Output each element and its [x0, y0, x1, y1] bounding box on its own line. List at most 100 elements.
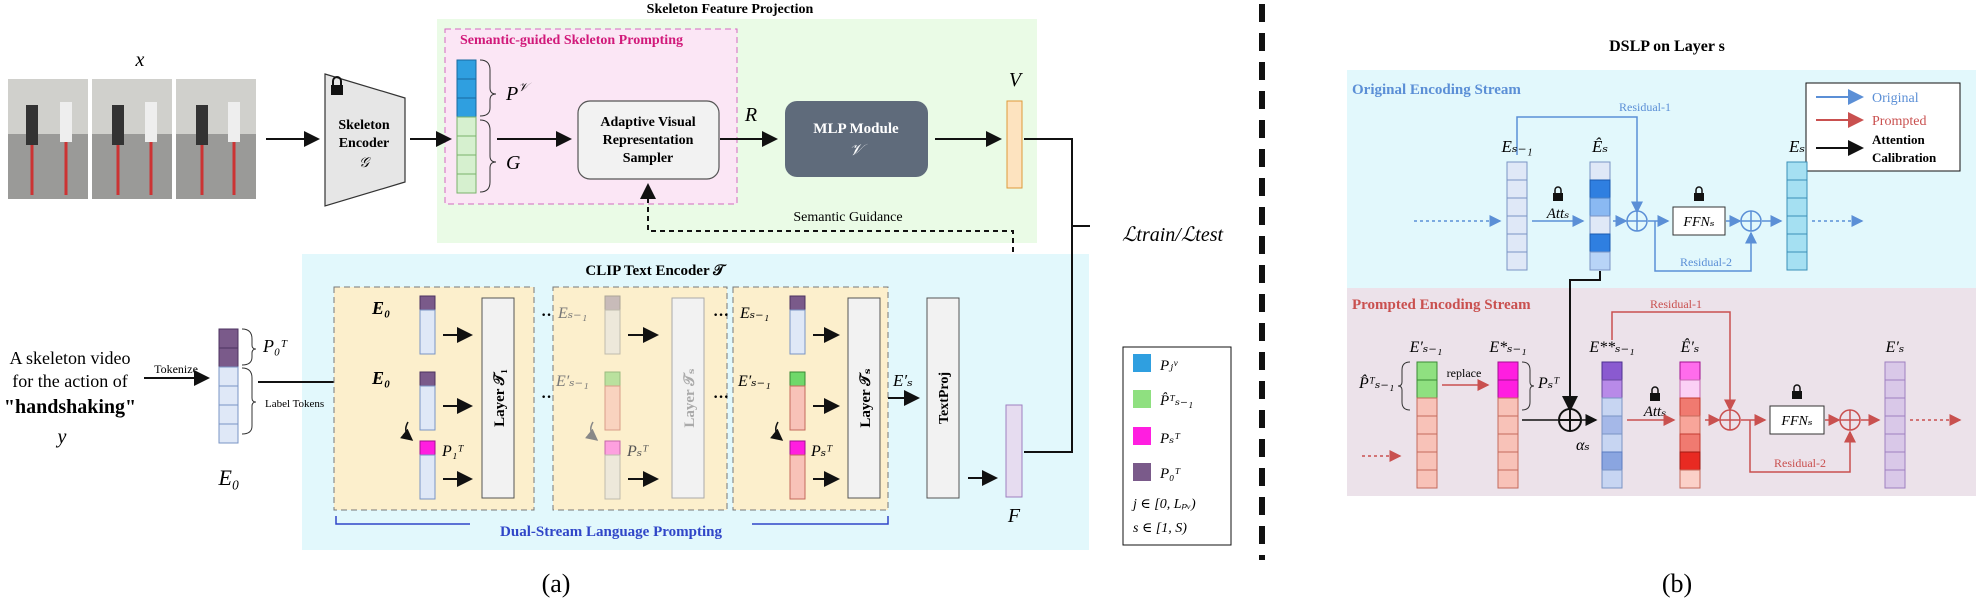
- mlp-module-box: [785, 101, 928, 177]
- encoder-line2: Encoder: [339, 136, 390, 151]
- skeleton-projection-title: Skeleton Feature Projection: [647, 2, 814, 17]
- clip-title: CLIP Text Encoder 𝒯: [585, 263, 727, 279]
- group1-e0-top: E₀: [371, 298, 390, 318]
- lock-icon: [331, 76, 343, 95]
- video-frames: [8, 79, 256, 199]
- v-label: V: [1009, 69, 1024, 91]
- group1-col-a: [419, 295, 436, 355]
- group3-col-b: [789, 371, 806, 431]
- ffn-top-box: [1672, 206, 1726, 236]
- legend-swatch-phat: [1133, 390, 1151, 408]
- dots-4: ···: [713, 389, 729, 406]
- lock-icon: [1694, 186, 1704, 201]
- group3-col-c: [789, 440, 806, 500]
- residual1-bot-label: Residual-1: [1650, 297, 1702, 311]
- lock-icon: [1650, 386, 1660, 401]
- legend-s-range: s ∈ [1, S): [1133, 521, 1187, 536]
- prompted-stream-region: [1347, 288, 1976, 496]
- prompt-stream-label: Prompted Encoding Stream: [1352, 297, 1531, 313]
- g-label: G: [506, 152, 521, 174]
- caption-line2: for the action of: [12, 371, 127, 391]
- ps-bot-label: Pₛᵀ: [1537, 375, 1560, 392]
- legend-swatch-pj: [1133, 354, 1151, 372]
- f-feature-bar: [1005, 404, 1023, 498]
- group2-col-c: [604, 440, 621, 500]
- group2-es1p: E′ₛ₋₁: [555, 373, 589, 390]
- textproj-box: [926, 297, 960, 499]
- residual1-bot-path: [1611, 311, 1736, 412]
- v-feature-bar: [1006, 100, 1023, 189]
- layerS-box: [847, 297, 881, 499]
- group2-pst: Pₛᵀ: [626, 443, 649, 460]
- sampler-line1: Adaptive Visual: [600, 115, 695, 130]
- legend-original: Original: [1872, 91, 1919, 106]
- es-prime-column: [1884, 361, 1906, 489]
- right-title: DSLP on Layer s: [1609, 38, 1725, 55]
- f-label: F: [1007, 505, 1021, 527]
- residual2-bot-path: [1749, 420, 1856, 473]
- group2-es1: Eₛ₋₁: [557, 305, 587, 322]
- layerS-label: Layer 𝒯ₛ: [858, 368, 874, 427]
- legend-phat: P̂ᵀₛ₋₁: [1159, 393, 1193, 409]
- e-starstar-label: E**ₛ₋₁: [1588, 339, 1634, 356]
- es-hat-prime-column: [1679, 361, 1701, 489]
- att-bot-label: Attₛ: [1643, 404, 1667, 420]
- legend-prompted: Prompted: [1872, 114, 1926, 129]
- legend-swatch-p0: [1133, 463, 1151, 481]
- v-to-loss-line: [1024, 138, 1090, 227]
- es-minus1-column: [1506, 161, 1528, 271]
- attention-calibration-arrow: [1562, 271, 1601, 412]
- group3-eS1p: E′ₛ₋₁: [737, 373, 771, 390]
- legend-ps: Pₛᵀ: [1159, 431, 1181, 447]
- p1t-label: P₁ᵀ: [441, 443, 464, 460]
- adaptive-sampler-box: [577, 100, 720, 180]
- residual2-bot-label: Residual-2: [1774, 456, 1826, 470]
- esprime-label: E′ₛ: [892, 371, 913, 390]
- e0-label: E₀: [217, 465, 239, 490]
- e-prime-s1-label: E′ₛ₋₁: [1409, 339, 1443, 356]
- es-hat-column: [1589, 161, 1611, 271]
- es-hat-prime-label: Ê′ₛ: [1680, 337, 1700, 356]
- group2-col-a: [604, 295, 621, 355]
- att-top-label: Attₛ: [1546, 206, 1570, 222]
- legend-pj: Pⱼᵛ: [1159, 358, 1178, 374]
- textproj-label: TextProj: [937, 372, 952, 424]
- replace-label: replace: [1447, 366, 1482, 380]
- residual1-top-label: Residual-1: [1619, 100, 1671, 114]
- sampler-line3: Sampler: [623, 151, 674, 166]
- caption-line3: "handshaking": [4, 396, 136, 418]
- ffn-bot-box: [1769, 405, 1825, 435]
- semantic-guidance-label: Semantic Guidance: [793, 210, 902, 225]
- ffn-bot-label: FFNₛ: [1780, 414, 1812, 429]
- es-prime-label: E′ₛ: [1885, 339, 1905, 356]
- skeleton-encoder: [324, 73, 406, 207]
- dots-3: ···: [713, 307, 729, 324]
- pv-token-column: [456, 59, 477, 118]
- legend-att2: Calibration: [1872, 150, 1937, 165]
- label-tokens: Label Tokens: [265, 398, 324, 410]
- legend-j-range: j ∈ [0, Lₚᵥ): [1131, 497, 1196, 512]
- r-label: R: [744, 104, 757, 126]
- group2-col-b: [604, 371, 621, 431]
- ffn-top-label: FFNₛ: [1682, 215, 1714, 230]
- phat-bot-label: P̂ᵀₛ₋₁: [1358, 373, 1394, 392]
- legend-att1: Attention: [1872, 132, 1925, 147]
- e0-token-column: [218, 328, 239, 444]
- legend-p0: P₀ᵀ: [1159, 466, 1181, 482]
- layers-box: [671, 297, 705, 499]
- legend-box: [1122, 346, 1232, 546]
- dual-stream-label: Dual-Stream Language Prompting: [500, 524, 722, 540]
- tokenize-label: Tokenize: [154, 362, 198, 376]
- lock-icon: [1553, 186, 1563, 201]
- layer1-box: [481, 297, 515, 499]
- caption-line1: A skeleton video: [10, 348, 131, 368]
- sampler-line2: Representation: [603, 133, 694, 148]
- group3-col-a: [789, 295, 806, 355]
- es-minus1-label: Eₛ₋₁: [1501, 137, 1533, 156]
- e-star-column: [1497, 361, 1519, 489]
- mlp-line1: MLP Module: [813, 121, 899, 137]
- layers-label: Layer 𝒯ₛ: [682, 368, 698, 427]
- caption-a: (a): [542, 569, 571, 598]
- g-token-column: [456, 116, 477, 194]
